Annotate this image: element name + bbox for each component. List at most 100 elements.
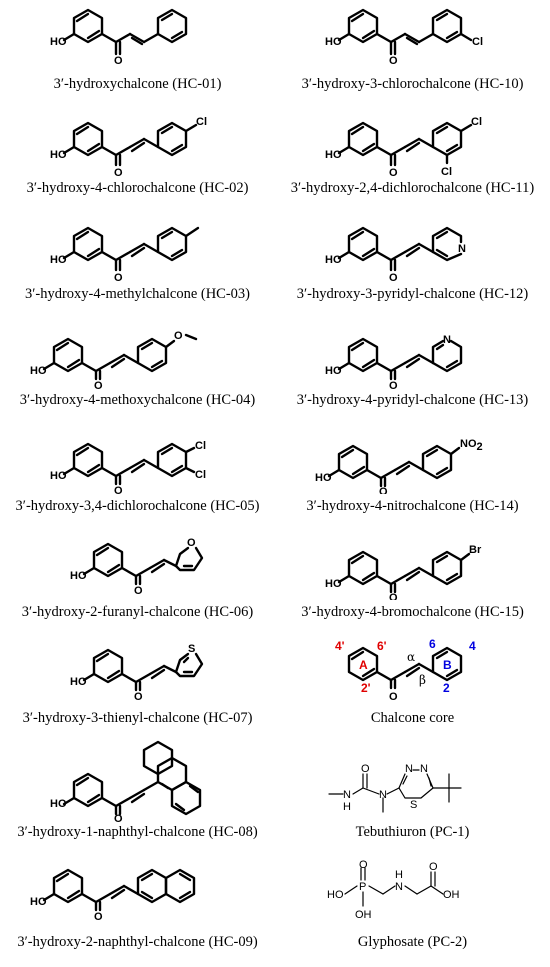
carbonyl-o-label: O <box>379 486 388 494</box>
oh-label: HO <box>50 470 67 482</box>
amine-n-label: N <box>395 881 403 893</box>
structure-hc06: HO O O <box>70 537 203 597</box>
structure-glyphosate: HO P O OH N H O OH <box>327 859 460 921</box>
caption-hc15: 3′-hydroxy-4-bromochalcone (HC-15) <box>301 604 524 620</box>
nh-h-label: H <box>343 801 351 813</box>
n-methyl-label: N <box>379 789 387 801</box>
compound-tebuthiuron: N H O N N N S <box>275 740 550 822</box>
p-o-label: O <box>359 859 368 871</box>
methoxy-o-label: O <box>174 330 183 342</box>
carbonyl-o-label: O <box>114 167 123 177</box>
oh-label: HO <box>50 36 67 48</box>
p-label: P <box>359 881 366 893</box>
carbonyl-o-label: O <box>389 592 398 600</box>
urea-o-label: O <box>361 763 370 775</box>
compound-core: O A B 4' 6' 2' 6 4 2 α β <box>275 634 550 706</box>
carbonyl-o-label: O <box>114 813 123 822</box>
carbonyl-o-label: O <box>389 272 398 282</box>
structure-hc08: HO O <box>50 740 201 822</box>
oh-label: HO <box>325 254 342 266</box>
cl-label-3: Cl <box>195 469 206 481</box>
ring-s-label: S <box>410 799 417 811</box>
compound-hc04: HO O O <box>0 317 275 389</box>
amine-h-label: H <box>395 869 403 881</box>
structure-hc07: HO O S <box>70 643 203 703</box>
compound-hc05: HO O Cl Cl <box>0 422 275 494</box>
oh-label: HO <box>325 365 342 377</box>
pos-2p-label: 2' <box>361 681 371 695</box>
compound-hc11: HO O Cl Cl <box>275 105 550 177</box>
oh-label: HO <box>50 798 67 810</box>
oh-label: HO <box>50 149 67 161</box>
carbonyl-o-label: O <box>389 167 398 177</box>
cl-label: Cl <box>472 36 483 48</box>
carbonyl-o-label: O <box>134 585 143 597</box>
compound-hc14: HO O NO2 <box>275 422 550 494</box>
compound-hc10: HO O Cl <box>275 0 550 72</box>
caption-tebuthiuron: Tebuthiuron (PC-1) <box>355 824 470 840</box>
no2-label: NO2 <box>460 438 483 453</box>
pos-2-label: 2 <box>443 681 450 695</box>
br-label: Br <box>469 544 482 556</box>
pos-4-label: 4 <box>469 639 476 653</box>
carbonyl-o-label: O <box>389 691 398 703</box>
furan-o-label: O <box>187 537 196 549</box>
structure-tebuthiuron: N H O N N N S <box>327 763 462 813</box>
cl-label-4: Cl <box>471 116 482 128</box>
p-oh-label-bottom: OH <box>355 909 372 921</box>
caption-hc03: 3′-hydroxy-4-methylchalcone (HC-03) <box>24 286 251 302</box>
caption-hc07: 3′-hydroxy-3-thienyl-chalcone (HC-07) <box>22 710 253 726</box>
compound-hc06: HO O O <box>0 528 275 600</box>
beta-label: β <box>419 673 426 687</box>
compound-glyphosate: HO P O OH N H O OH <box>275 856 550 928</box>
structure-hc11: HO O Cl Cl <box>325 116 482 177</box>
p-oh-label-left: HO <box>327 889 344 901</box>
cl-label-2: Cl <box>441 166 452 177</box>
alpha-label: α <box>407 650 415 664</box>
cl-label-4: Cl <box>195 440 206 452</box>
caption-hc01: 3′-hydroxychalcone (HC-01) <box>53 76 222 92</box>
carbonyl-o-label: O <box>389 55 398 67</box>
compound-hc15: HO O Br <box>275 528 550 600</box>
oh-label: HO <box>30 365 47 377</box>
pos-6-label: 6 <box>429 637 436 651</box>
compound-hc01: HO O <box>0 0 275 72</box>
n-label: N <box>443 334 451 346</box>
oh-label: HO <box>70 676 87 688</box>
ring-n2-label: N <box>420 763 428 775</box>
structure-chalcone-core: O A B 4' 6' 2' 6 4 2 α β <box>335 637 476 703</box>
n-label: N <box>458 243 466 255</box>
caption-hc12: 3′-hydroxy-3-pyridyl-chalcone (HC-12) <box>296 286 529 302</box>
caption-hc14: 3′-hydroxy-4-nitrochalcone (HC-14) <box>306 498 519 514</box>
compound-hc02: HO O Cl <box>0 105 275 177</box>
ring-b-label: B <box>443 658 452 672</box>
oh-label: HO <box>30 896 47 908</box>
structure-hc01: HO O <box>50 8 187 67</box>
caption-glyphosate: Glyphosate (PC-2) <box>357 934 468 950</box>
oh-label: HO <box>325 578 342 590</box>
compound-hc07: HO O S <box>0 634 275 706</box>
carbonyl-o-label: O <box>114 272 123 282</box>
caption-hc13: 3′-hydroxy-4-pyridyl-chalcone (HC-13) <box>296 392 529 408</box>
caption-hc06: 3′-hydroxy-2-furanyl-chalcone (HC-06) <box>21 604 254 620</box>
carbonyl-o-label: O <box>134 691 143 703</box>
structure-hc09: HO O <box>30 868 195 923</box>
caption-hc09: 3′-hydroxy-2-naphthyl-chalcone (HC-09) <box>17 934 258 950</box>
carbonyl-o-label: O <box>94 380 103 389</box>
carbonyl-o-label: O <box>114 485 123 494</box>
ring-a-label: A <box>359 658 368 672</box>
oh-label: HO <box>325 36 342 48</box>
compound-hc12: HO O N <box>275 210 550 282</box>
caption-core: Chalcone core <box>370 710 455 726</box>
structure-hc10: HO O Cl <box>325 8 483 67</box>
compound-hc08: HO O <box>0 740 275 822</box>
cl-label: Cl <box>196 116 207 128</box>
oh-label: HO <box>325 149 342 161</box>
nh-n-label: N <box>343 789 351 801</box>
caption-hc11: 3′-hydroxy-2,4-dichlorochalcone (HC-11) <box>290 180 535 196</box>
structure-hc05: HO O Cl Cl <box>50 440 206 494</box>
oh-label: HO <box>315 472 332 484</box>
acid-o-label: O <box>429 861 438 873</box>
caption-hc04: 3′-hydroxy-4-methoxychalcone (HC-04) <box>19 392 256 408</box>
structure-hc13: HO O N <box>325 334 462 389</box>
